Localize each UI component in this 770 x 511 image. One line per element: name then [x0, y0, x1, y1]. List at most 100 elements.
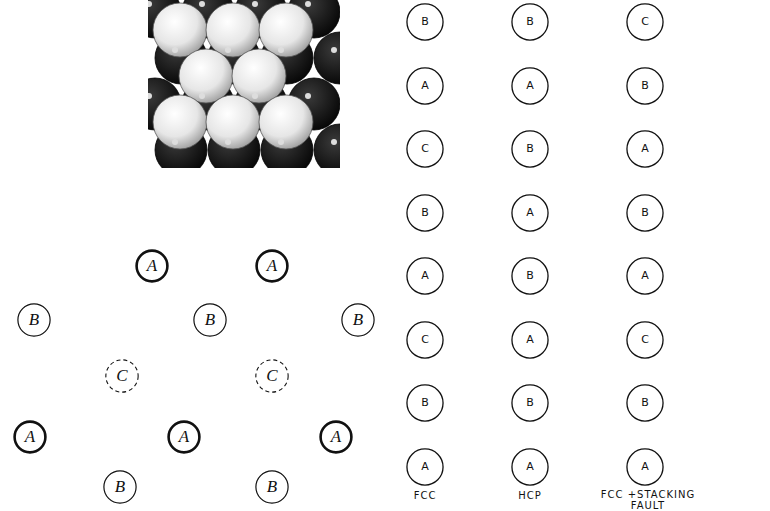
circle-shape	[627, 321, 663, 357]
layer-letter: A	[626, 257, 664, 295]
layer-circle: B	[511, 257, 549, 295]
sphere-highlight	[331, 139, 337, 145]
layer-letter: B	[511, 130, 549, 168]
atom-site-circle: A	[135, 249, 169, 283]
layer-letter: A	[13, 420, 47, 454]
circle-shape	[627, 194, 663, 230]
sphere-highlight	[278, 47, 284, 53]
structure-label: FCC	[395, 490, 455, 501]
atom-site-circle: A	[319, 420, 353, 454]
layer-letter: B	[17, 303, 51, 337]
layer-letter: A	[406, 448, 444, 486]
layer-letter: A	[626, 448, 664, 486]
layer-circle: C	[626, 321, 664, 359]
layer-letter: A	[511, 67, 549, 105]
circle-shape	[627, 131, 663, 167]
light-sphere	[206, 95, 260, 149]
sphere-highlight	[172, 139, 178, 145]
atom-site-circle: C	[105, 359, 139, 393]
light-sphere	[232, 49, 286, 103]
light-sphere	[259, 3, 313, 57]
atom-site-circle: C	[255, 359, 289, 393]
circle-shape	[407, 385, 443, 421]
layer-letter: B	[193, 303, 227, 337]
sphere-highlight	[331, 47, 337, 53]
layer-circle: A	[511, 67, 549, 105]
sphere-highlight	[225, 47, 231, 53]
layer-circle: C	[626, 3, 664, 41]
layer-letter: A	[406, 257, 444, 295]
circle-shape	[342, 304, 374, 336]
sphere-highlight	[252, 93, 258, 99]
circle-shape	[627, 258, 663, 294]
circle-shape	[512, 67, 548, 103]
layer-letter: B	[511, 384, 549, 422]
layer-letter: B	[626, 67, 664, 105]
layer-letter: C	[255, 359, 289, 393]
circle-shape	[512, 321, 548, 357]
layer-letter: A	[319, 420, 353, 454]
light-sphere	[179, 49, 233, 103]
layer-letter: B	[341, 303, 375, 337]
layer-circle: B	[511, 130, 549, 168]
layer-letter: A	[167, 420, 201, 454]
sphere-highlight	[305, 93, 311, 99]
layer-circle: B	[626, 194, 664, 232]
layer-circle: A	[406, 257, 444, 295]
light-sphere	[206, 3, 260, 57]
layer-letter: A	[511, 321, 549, 359]
layer-letter: B	[406, 194, 444, 232]
layer-letter: C	[626, 321, 664, 359]
sphere-highlight	[172, 47, 178, 53]
circle-shape	[256, 471, 288, 503]
atom-site-circle: B	[103, 470, 137, 504]
circle-shape	[512, 385, 548, 421]
circle-shape	[512, 448, 548, 484]
circle-shape	[407, 321, 443, 357]
atom-site-circle: B	[193, 303, 227, 337]
layer-letter: A	[511, 194, 549, 232]
circle-shape	[194, 304, 226, 336]
sphere-highlight	[199, 1, 205, 7]
layer-circle: C	[406, 130, 444, 168]
circle-shape	[104, 471, 136, 503]
circle-shape	[256, 360, 288, 392]
atom-site-circle: A	[167, 420, 201, 454]
layer-circle: A	[626, 130, 664, 168]
layer-letter: C	[626, 3, 664, 41]
circle-shape	[512, 4, 548, 40]
layer-circle: B	[511, 3, 549, 41]
sphere-highlight	[305, 1, 311, 7]
layer-letter: C	[105, 359, 139, 393]
layer-letter: A	[511, 448, 549, 486]
atom-site-circle: A	[13, 420, 47, 454]
atom-site-circle: B	[341, 303, 375, 337]
layer-letter: C	[406, 130, 444, 168]
atom-site-circle: A	[255, 249, 289, 283]
layer-circle: A	[511, 194, 549, 232]
circle-shape	[512, 194, 548, 230]
layer-letter: B	[103, 470, 137, 504]
layer-circle: A	[406, 448, 444, 486]
layer-letter: B	[626, 194, 664, 232]
sphere-highlight	[199, 93, 205, 99]
layer-letter: B	[626, 384, 664, 422]
circle-shape	[407, 448, 443, 484]
structure-label: HCP	[500, 490, 560, 501]
circle-shape	[407, 258, 443, 294]
dark-sphere	[314, 32, 340, 84]
circle-shape	[407, 67, 443, 103]
sphere-highlight	[252, 1, 258, 7]
light-sphere	[153, 95, 207, 149]
layer-circle: B	[406, 3, 444, 41]
layer-letter: B	[406, 3, 444, 41]
layer-letter: B	[255, 470, 289, 504]
sphere-highlight	[278, 139, 284, 145]
layer-circle: B	[511, 384, 549, 422]
structure-label: FCC +STACKING FAULT	[593, 489, 703, 511]
atom-site-circle: B	[255, 470, 289, 504]
circle-shape	[18, 304, 50, 336]
layer-circle: A	[511, 321, 549, 359]
light-sphere	[259, 95, 313, 149]
layer-circle: B	[406, 384, 444, 422]
